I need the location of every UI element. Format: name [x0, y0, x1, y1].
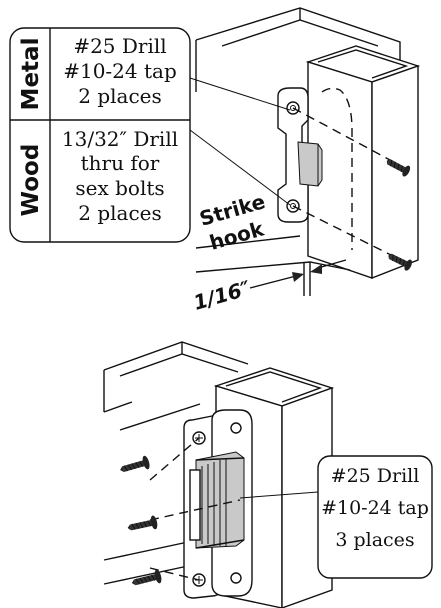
top-callout: Metal Wood #25 Drill #10-24 tap 2 places…	[9, 27, 291, 243]
bottom-screw-path-3	[149, 567, 200, 581]
wood-line-1: 13/32″ Drill	[62, 127, 178, 151]
top-screw-2-icon	[388, 253, 412, 271]
hinge-hardware	[183, 409, 253, 599]
wood-line-3: sex bolts	[75, 176, 164, 200]
bottom-screw-2-icon	[127, 515, 158, 531]
bottom-screw-1-icon	[120, 455, 150, 473]
wood-line-2: thru for	[81, 151, 160, 175]
top-screw-1-icon	[386, 159, 411, 177]
bottom-callout-line-3: 3 places	[335, 529, 414, 551]
metal-line-2: #10-24 tap	[63, 59, 177, 83]
metal-line-3: 2 places	[78, 84, 162, 108]
bottom-callout-line-2: #10-24 tap	[321, 497, 429, 519]
wood-line-4: 2 places	[78, 201, 162, 225]
bottom-screw-path-1	[149, 437, 200, 481]
gap-dimension-label: 1/16″	[191, 276, 253, 315]
strike-hook-label: Strike hook	[197, 189, 268, 255]
metal-line-1: #25 Drill	[73, 34, 166, 58]
top-screw-path-1	[292, 107, 406, 169]
bottom-callout-line-1: #25 Drill	[331, 465, 420, 487]
gap-dimension: 1/16″	[191, 259, 347, 315]
metal-category-label: Metal	[18, 38, 44, 111]
bottom-screw-path-2	[149, 499, 241, 521]
top-screw-path-2	[292, 205, 406, 263]
top-post-drawing	[195, 7, 421, 296]
bottom-screw-3-icon	[131, 569, 162, 586]
bottom-callout: #25 Drill #10-24 tap 3 places	[239, 455, 433, 579]
wood-category-label: Wood	[18, 144, 44, 217]
